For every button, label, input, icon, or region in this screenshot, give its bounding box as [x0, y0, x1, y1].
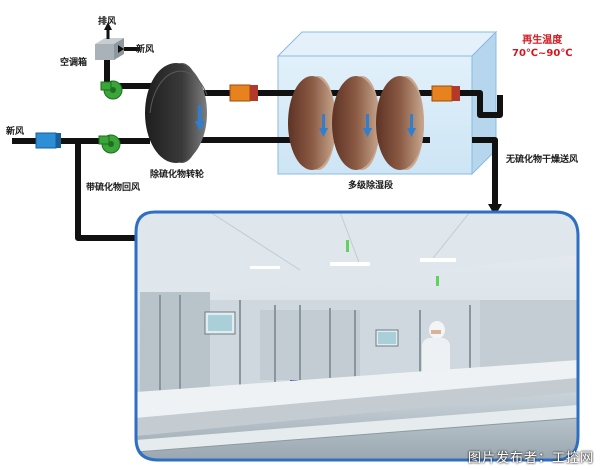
- fresh-air-in-arrow-icon: [118, 45, 124, 53]
- cleanroom-photo-frame: [134, 210, 580, 462]
- desulfur-wheel-label: 除硫化物转轮: [150, 170, 205, 180]
- regen-range: 70℃~90℃: [512, 48, 573, 59]
- wheel-rotation-arrow-icon: [195, 121, 205, 131]
- watermark: 图片发布者：工控网: [467, 451, 594, 466]
- dehumid-wheel-3: [376, 76, 424, 170]
- ac-box-label: 空调箱: [60, 58, 88, 68]
- regen-temperature: 再生温度 70℃~90℃: [512, 34, 572, 60]
- supply-arrow-icon: [488, 204, 502, 216]
- upper-fan: [100, 80, 123, 100]
- desulfur-wheel: [145, 63, 208, 163]
- return-air-label: 带硫化物回风: [86, 183, 141, 193]
- dehumid-wheel-2: [332, 76, 380, 170]
- cleanroom-photo: [136, 212, 578, 460]
- ac-box: [95, 22, 140, 60]
- dehumid-wheel-1: [288, 76, 336, 170]
- multi-stage-label: 多级除湿段: [348, 181, 394, 191]
- regen-title: 再生温度: [522, 35, 563, 46]
- exhaust-label: 排风: [98, 17, 117, 27]
- dry-supply-label: 无硫化物干燥送风: [506, 155, 579, 165]
- exhaust-arrow-icon: [104, 22, 112, 30]
- fresh-air-left-label: 新风: [6, 127, 25, 137]
- regen-heater-2: [431, 85, 460, 102]
- fresh-air-top-label: 新风: [136, 45, 155, 55]
- lower-fan: [98, 134, 121, 154]
- regen-heater-1: [229, 84, 258, 102]
- fresh-air-filter: [35, 132, 61, 149]
